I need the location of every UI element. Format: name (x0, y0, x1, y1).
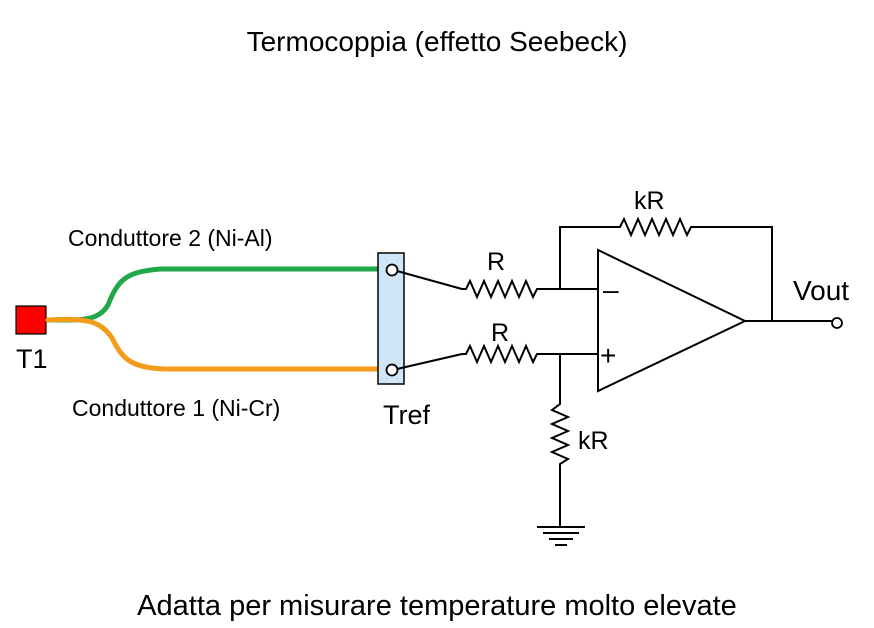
conductor-1-label: Conduttore 1 (Ni-Cr) (72, 395, 280, 421)
wire-tref-to-r-top (396, 270, 463, 290)
op-amp-plus-label: + (600, 340, 616, 371)
op-amp-minus-label: – (603, 274, 619, 305)
vout-label: Vout (793, 275, 849, 306)
resistor-r-bottom (462, 343, 598, 365)
tref-terminal-bottom (385, 363, 399, 377)
ground-icon (537, 526, 585, 546)
kr-ground-label: kR (578, 427, 609, 455)
tref-label: Tref (383, 400, 430, 430)
conductor-1-wire (45, 316, 388, 372)
conductor-2-wire (45, 266, 388, 323)
resistor-kr-ground (549, 354, 571, 527)
diagram-caption: Adatta per misurare temperature molto el… (137, 590, 737, 622)
resistor-kr-feedback (616, 216, 773, 321)
tref-terminal-top (385, 263, 399, 277)
op-amp-triangle (597, 248, 748, 393)
diagram-title: Termocoppia (effetto Seebeck) (246, 26, 628, 57)
resistor-r-top (462, 278, 560, 300)
t1-label: T1 (16, 344, 48, 374)
kr-feedback-label: kR (634, 187, 665, 215)
wire-tref-to-r-bottom (396, 353, 463, 370)
wire-feedback-left (559, 226, 616, 289)
vout-terminal (831, 317, 843, 329)
r-top-label: R (487, 248, 505, 276)
r-bottom-label: R (491, 319, 509, 347)
conductor-2-label: Conduttore 2 (Ni-Al) (68, 225, 273, 251)
t1-hot-junction-block (15, 305, 47, 335)
